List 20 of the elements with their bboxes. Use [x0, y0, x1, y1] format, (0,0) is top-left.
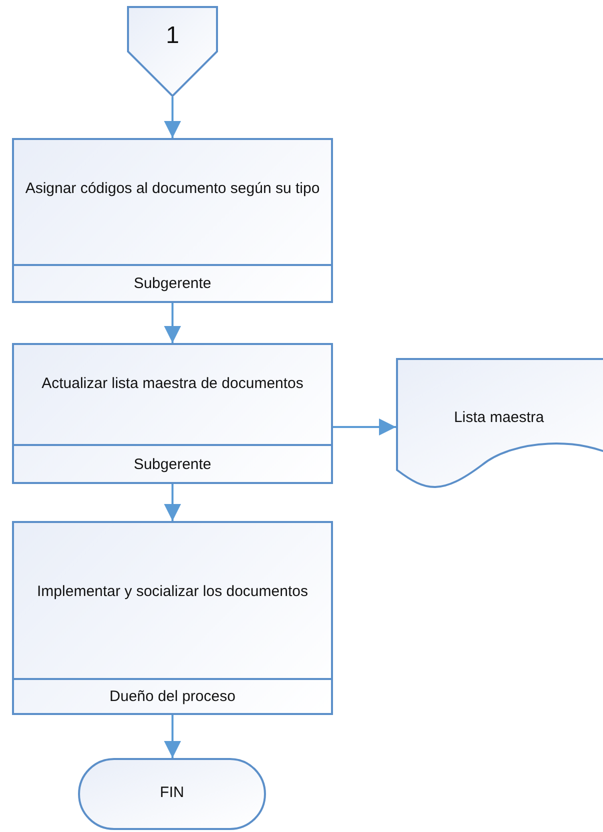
- step-text: Asignar códigos al documento según su tipo: [24, 179, 321, 199]
- document-shape: [396, 358, 602, 490]
- role-label: Subgerente: [14, 264, 331, 301]
- terminator: [78, 758, 266, 830]
- arrow: [164, 97, 181, 138]
- role-label: Subgerente: [14, 444, 331, 482]
- process-box: [12, 138, 333, 303]
- process-box: [12, 343, 333, 484]
- off-page-connector: [127, 6, 218, 97]
- terminator-text: FIN: [158, 784, 186, 801]
- document-title: Lista maestra: [452, 409, 546, 426]
- connector-number: 1: [164, 22, 180, 50]
- arrow: [164, 303, 181, 343]
- arrow: [164, 484, 181, 521]
- arrow: [164, 715, 181, 758]
- step-text: Actualizar lista maestra de documentos: [40, 374, 304, 394]
- arrow: [333, 418, 396, 436]
- process-box: [12, 521, 333, 715]
- role-label: Dueño del proceso: [14, 678, 331, 713]
- step-text: Implementar y socializar los documentos: [36, 582, 309, 602]
